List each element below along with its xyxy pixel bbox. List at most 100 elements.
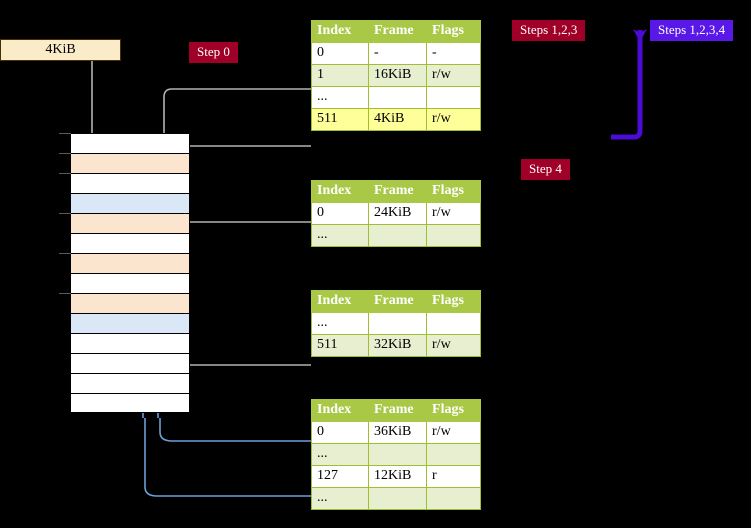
table-cell <box>367 312 428 335</box>
badge-step-4-label: Step 4 <box>529 161 562 176</box>
pd-table-header-frame: Frame <box>367 290 428 313</box>
memory-row <box>70 333 190 353</box>
table-cell: 0 <box>311 202 369 225</box>
table-cell: 16KiB <box>367 64 428 87</box>
memory-row <box>70 373 190 393</box>
table-cell: r/w <box>426 64 481 87</box>
table-row[interactable]: ... <box>311 487 481 510</box>
pt-table-header-flags: Flags <box>426 399 481 422</box>
pml4-table-header-flags: Flags <box>426 20 481 43</box>
table-cell: 12KiB <box>367 465 428 488</box>
memory-row <box>59 173 190 193</box>
table-cell: ... <box>311 312 369 335</box>
memory-row <box>59 293 190 313</box>
table-cell: - <box>367 42 428 65</box>
memory-row <box>70 353 190 373</box>
pml4-table-header-index: Index <box>311 20 369 43</box>
badge-steps-123: Steps 1,2,3 <box>512 20 586 41</box>
bracket-arrow-violet <box>611 29 647 140</box>
table-row[interactable]: ... <box>311 443 481 466</box>
badge-step-0: Step 0 <box>189 42 238 63</box>
table-cell: 511 <box>311 334 369 357</box>
table-cell <box>367 224 428 247</box>
pt-table-header-index: Index <box>311 399 369 422</box>
size-box-4kib: 4KiB <box>0 39 121 61</box>
connector-pml4-row1 <box>163 88 311 143</box>
table-cell: 511 <box>311 108 369 131</box>
table-cell: ... <box>311 443 369 466</box>
badge-steps-1234: Steps 1,2,3,4 <box>650 20 734 41</box>
table-cell <box>367 443 428 466</box>
table-cell <box>367 487 428 510</box>
table-cell: - <box>426 42 481 65</box>
connector-pt-row0 <box>159 418 311 442</box>
table-cell: r/w <box>426 421 481 444</box>
connector-pml4-row511 <box>174 145 311 155</box>
memory-row <box>70 233 190 253</box>
memory-row-tick <box>59 293 71 294</box>
table-row[interactable]: 0-- <box>311 42 481 65</box>
connector-pt-row127 <box>144 418 311 497</box>
size-box-label: 4KiB <box>45 42 76 57</box>
table-cell: r/w <box>426 202 481 225</box>
memory-row <box>59 253 190 273</box>
table-row[interactable]: ... <box>311 312 481 335</box>
memory-column <box>59 133 190 413</box>
table-cell: ... <box>311 86 369 109</box>
memory-row <box>70 273 190 293</box>
table-cell: ... <box>311 487 369 510</box>
table-cell: 0 <box>311 42 369 65</box>
table-row[interactable]: ... <box>311 224 481 247</box>
connector-pd-row511 <box>172 316 311 366</box>
table-cell: 127 <box>311 465 369 488</box>
memory-row <box>70 393 190 413</box>
memory-row-tick <box>59 133 71 134</box>
memory-row-tick <box>59 253 71 254</box>
memory-row <box>70 313 190 333</box>
table-row[interactable]: ... <box>311 86 481 109</box>
table-cell: r/w <box>426 108 481 131</box>
memory-row <box>70 193 190 213</box>
badge-steps-1234-label: Steps 1,2,3,4 <box>658 22 726 37</box>
memory-row-tick <box>59 173 71 174</box>
badge-step-4: Step 4 <box>521 159 570 180</box>
pt-table-header-frame: Frame <box>367 399 428 422</box>
table-cell <box>426 443 481 466</box>
table-cell <box>426 312 481 335</box>
table-cell: 32KiB <box>367 334 428 357</box>
pd-table-header-flags: Flags <box>426 290 481 313</box>
table-cell <box>426 487 481 510</box>
pd-table-header-index: Index <box>311 290 369 313</box>
pdpt-table-header-flags: Flags <box>426 180 481 203</box>
table-cell: 4KiB <box>367 108 428 131</box>
table-cell: 24KiB <box>367 202 428 225</box>
table-cell <box>426 86 481 109</box>
memory-row <box>59 133 190 153</box>
table-cell: 1 <box>311 64 369 87</box>
memory-row-tick <box>59 153 71 154</box>
table-cell: 36KiB <box>367 421 428 444</box>
memory-row <box>59 213 190 233</box>
table-cell: r <box>426 465 481 488</box>
table-cell <box>426 224 481 247</box>
badge-steps-123-label: Steps 1,2,3 <box>520 22 578 37</box>
pdpt-table-header-frame: Frame <box>367 180 428 203</box>
table-cell: r/w <box>426 334 481 357</box>
badge-step-0-label: Step 0 <box>197 44 230 59</box>
pdpt-table-header-index: Index <box>311 180 369 203</box>
table-cell: 0 <box>311 421 369 444</box>
memory-row-tick <box>59 213 71 214</box>
table-cell <box>367 86 428 109</box>
memory-row <box>59 153 190 173</box>
pml4-table-header-frame: Frame <box>367 20 428 43</box>
